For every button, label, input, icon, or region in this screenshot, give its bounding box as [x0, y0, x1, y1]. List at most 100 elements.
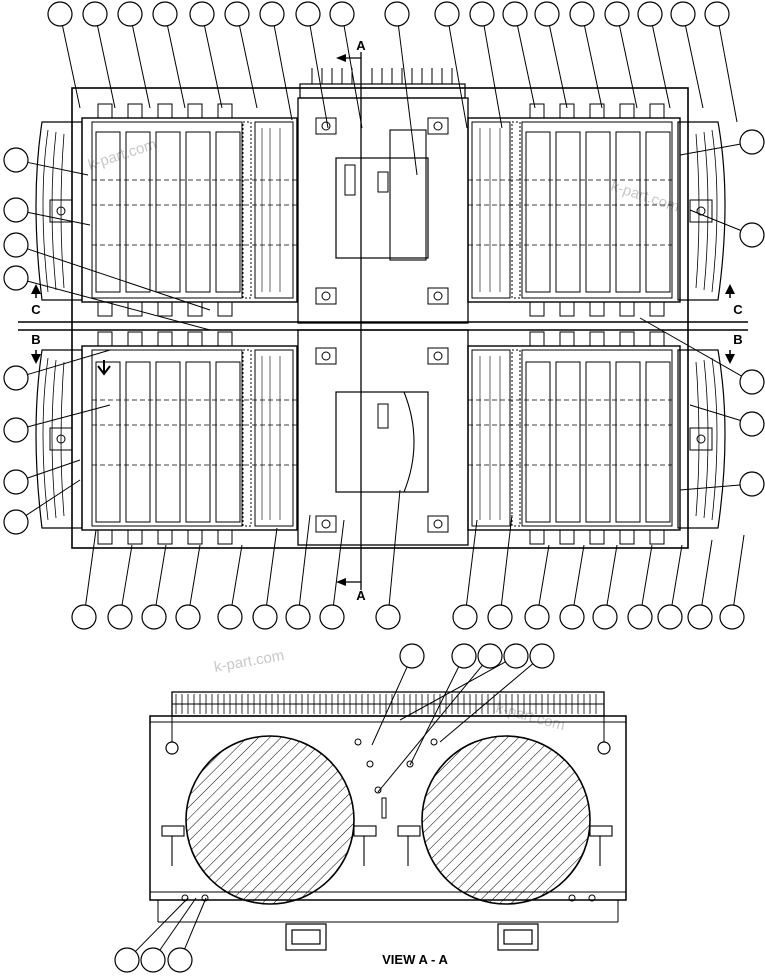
- bottom-callout-12-leader: [538, 544, 550, 606]
- top-callout-7-leader: [273, 25, 293, 121]
- left-callout-4: [3, 265, 29, 291]
- top-callout-10-leader: [397, 25, 418, 176]
- view-callout-2: [451, 643, 477, 669]
- left-callout-1-leader: [27, 161, 89, 176]
- bottom-callout-7: [285, 604, 311, 630]
- bottom-callout-14: [592, 604, 618, 630]
- left-callout-8-leader: [25, 479, 81, 516]
- view-caption: VIEW A - A: [382, 952, 448, 967]
- bottom-callout-16-leader: [671, 544, 683, 606]
- top-callout-14: [534, 1, 560, 27]
- view-callout-1: [399, 643, 425, 669]
- bottom-callout-9-leader: [388, 489, 401, 606]
- section-b-arrow-right: [725, 354, 735, 364]
- view-callout-2-leader: [409, 666, 460, 766]
- top-callout-13-leader: [517, 25, 536, 109]
- view-panel-outline: [149, 715, 627, 901]
- bottom-callout-13-leader: [573, 544, 585, 606]
- top-callout-8: [295, 1, 321, 27]
- top-callout-1-leader: [62, 25, 81, 109]
- housing-outline: [71, 87, 689, 549]
- bottom-callout-16: [657, 604, 683, 630]
- right-callout-2: [739, 222, 765, 248]
- bottom-callout-2: [107, 604, 133, 630]
- bottom-callout-4: [175, 604, 201, 630]
- left-callout-1: [3, 147, 29, 173]
- bottom-callout-9: [375, 604, 401, 630]
- view-callout-3: [477, 643, 503, 669]
- left-callout-2: [3, 197, 29, 223]
- top-callout-13: [502, 1, 528, 27]
- right-callout-3: [739, 369, 765, 395]
- view-callout-1-leader: [371, 666, 408, 746]
- top-callout-18-leader: [685, 25, 704, 109]
- section-b-label-left: B: [31, 332, 40, 347]
- bottom-callout-3-leader: [155, 544, 167, 606]
- left-callout-7: [3, 469, 29, 495]
- view-callout-7-leader: [159, 897, 197, 951]
- left-callout-4-leader: [27, 280, 211, 331]
- bottom-callout-17: [687, 604, 713, 630]
- left-callout-5: [3, 365, 29, 391]
- quadrant-upper-right: [467, 103, 726, 317]
- plan-view: A A C B C B: [18, 38, 748, 603]
- top-grille: [299, 83, 466, 99]
- top-callout-10: [384, 1, 410, 27]
- view-callout-5-leader: [439, 663, 534, 743]
- center-assembly: [297, 97, 469, 546]
- left-callout-5-leader: [27, 349, 111, 376]
- view-callout-4-leader: [399, 661, 506, 721]
- right-callout-4-leader: [689, 404, 741, 421]
- top-callout-6: [224, 1, 250, 27]
- right-callout-2-leader: [689, 209, 742, 231]
- section-b-label-right: B: [733, 332, 742, 347]
- quadrant-lower-left: [35, 331, 300, 545]
- top-callout-7: [259, 1, 285, 27]
- top-callout-18: [670, 1, 696, 27]
- top-callout-3-leader: [132, 25, 151, 109]
- top-callout-6-leader: [239, 25, 258, 109]
- top-callout-12-leader: [483, 25, 503, 129]
- top-callout-2: [82, 1, 108, 27]
- bottom-callout-18-leader: [733, 534, 745, 606]
- section-a-label-top: A: [356, 38, 366, 53]
- section-c-arrow-left: [31, 284, 41, 294]
- right-callout-1: [739, 129, 765, 155]
- section-a-arrow-bottom: [336, 578, 346, 586]
- top-callout-12: [469, 1, 495, 27]
- bottom-callout-1-leader: [85, 529, 97, 606]
- section-c-label-left: C: [31, 302, 41, 317]
- top-callout-11: [434, 1, 460, 27]
- top-callout-15: [569, 1, 595, 27]
- watermark-view-left: k-part.com: [213, 647, 286, 676]
- view-feet: [285, 923, 539, 951]
- quadrant-lower-right: [467, 331, 726, 545]
- left-callout-3-leader: [27, 248, 211, 311]
- bottom-callout-4-leader: [189, 544, 201, 606]
- top-callout-15-leader: [584, 25, 603, 109]
- bottom-callout-14-leader: [606, 544, 618, 606]
- right-callout-4: [739, 411, 765, 437]
- bottom-callout-7-leader: [298, 514, 311, 606]
- bottom-callout-8: [319, 604, 345, 630]
- bottom-callout-5-leader: [231, 544, 243, 606]
- left-callout-6: [3, 417, 29, 443]
- right-callout-5: [739, 471, 765, 497]
- view-callout-8: [167, 947, 193, 973]
- top-callout-17-leader: [652, 25, 671, 109]
- bottom-callout-10: [452, 604, 478, 630]
- bottom-callout-17-leader: [701, 539, 713, 606]
- watermarks: k-part.com k-part.com k-part.com k-part.…: [86, 136, 681, 734]
- bottom-callout-15: [627, 604, 653, 630]
- left-fan-icon: [185, 735, 355, 905]
- flow-arrow-icon: [97, 360, 111, 376]
- left-callout-7-leader: [27, 459, 81, 479]
- top-callout-16-leader: [619, 25, 638, 109]
- top-callout-1: [47, 1, 73, 27]
- section-a-arrow-top: [336, 54, 346, 62]
- bottom-callout-2-leader: [121, 544, 133, 606]
- bottom-callout-10-leader: [465, 519, 478, 606]
- top-callout-14-leader: [549, 25, 568, 109]
- bottom-callout-6-leader: [266, 527, 278, 606]
- bottom-callout-12: [524, 604, 550, 630]
